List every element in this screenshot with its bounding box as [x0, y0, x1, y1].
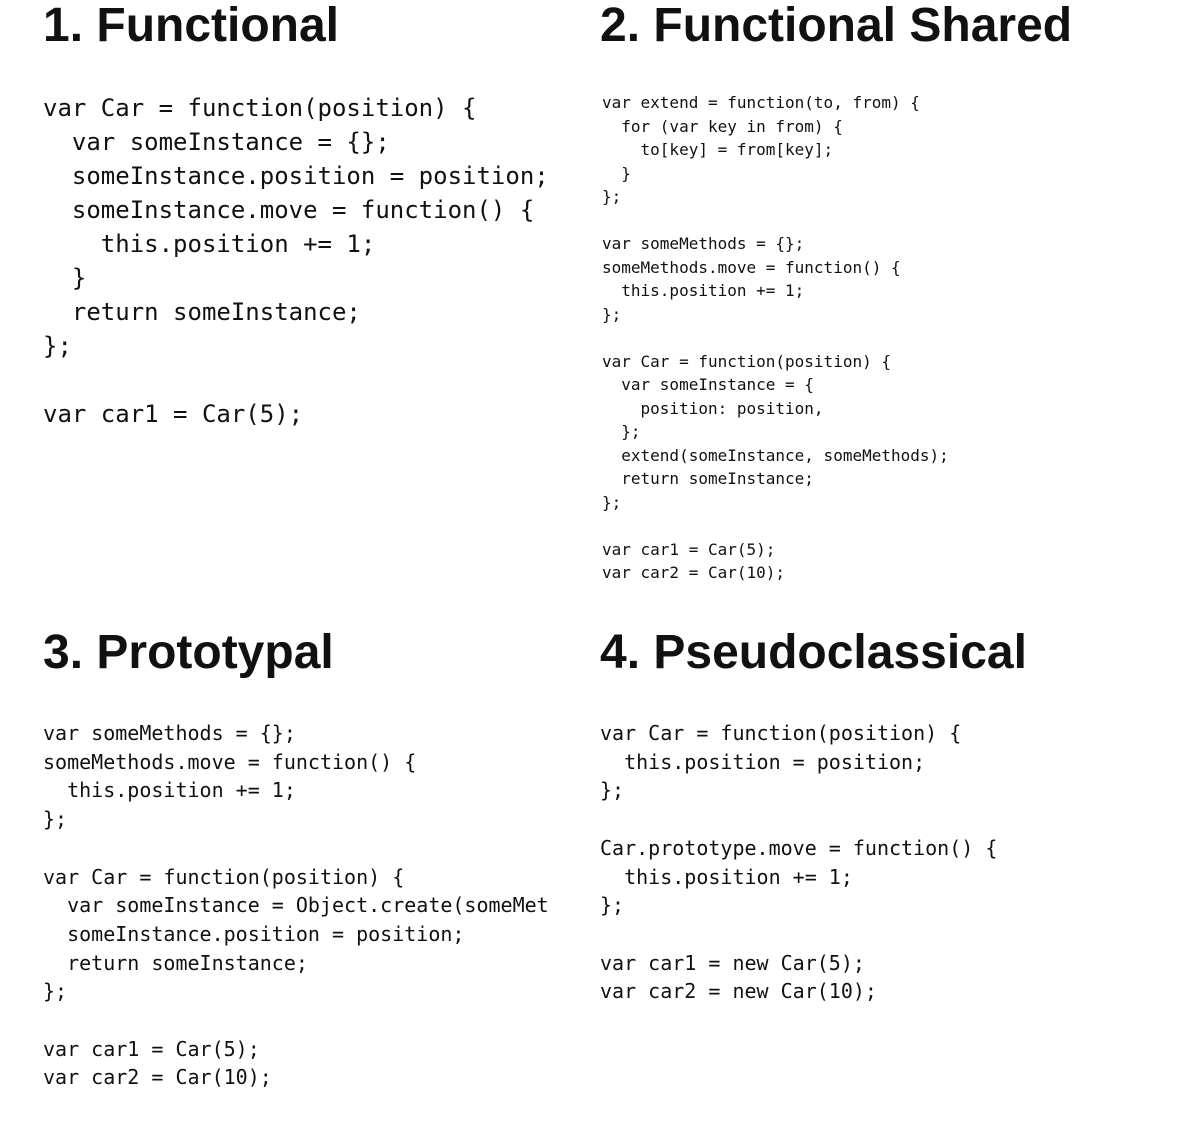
code-line: };	[43, 332, 72, 360]
code-line: };	[602, 492, 622, 512]
code-line: var someInstance = {	[602, 375, 814, 394]
code-block: var someMethods = {}; someMethods.move = …	[43, 719, 566, 1092]
code-line: return someInstance;	[43, 950, 308, 975]
code-line	[43, 1006, 566, 1035]
code-line: };	[602, 304, 622, 324]
code-line: var Car = function(position) {	[43, 864, 405, 889]
code-line: var extend = function(to, from) {	[602, 93, 920, 112]
code-line: someInstance.position = position;	[43, 921, 465, 946]
code-line: this.position += 1;	[602, 281, 805, 300]
code-line: var someMethods = {};	[43, 721, 296, 745]
code-line: this.position = position;	[600, 749, 926, 774]
code-line: var car2 = Car(10);	[43, 1065, 272, 1090]
code-line: Car.prototype.move = function() {	[600, 835, 998, 860]
code-line	[600, 920, 1160, 949]
section-title: 1. Functional	[43, 0, 340, 52]
code-line	[43, 834, 566, 863]
section-title: 3. Prototypal	[43, 626, 334, 679]
code-line: someMethods.move = function() {	[602, 257, 901, 277]
code-line: this.position += 1;	[43, 230, 376, 258]
code-line: };	[43, 807, 68, 832]
code-line	[602, 326, 1162, 350]
code-line: var someInstance = Object.create(someMet	[43, 893, 549, 918]
code-line: }	[602, 163, 631, 183]
section-pseudoclassical: 4. Pseudoclassical var Car = function(po…	[600, 626, 1027, 1004]
code-line: someInstance.move = function() {	[43, 196, 535, 224]
code-line: };	[602, 187, 622, 206]
code-line: var car1 = new Car(5);	[600, 950, 865, 975]
code-line: };	[600, 778, 625, 803]
code-line: return someInstance;	[602, 469, 814, 488]
code-line: };	[600, 893, 625, 918]
code-line: someInstance.position = position;	[43, 162, 549, 190]
code-line: var car2 = Car(10);	[602, 563, 786, 582]
code-line: var car1 = Car(5);	[43, 1036, 260, 1061]
code-line	[602, 514, 1162, 538]
code-line: to[key] = from[key];	[602, 140, 834, 159]
code-line: var Car = function(position) {	[602, 351, 891, 371]
code-line	[602, 209, 1162, 233]
code-line: };	[602, 422, 641, 441]
code-block: var Car = function(position) { this.posi…	[600, 719, 1160, 1006]
code-line: return someInstance;	[43, 298, 361, 326]
code-line: var car2 = new Car(10);	[600, 979, 877, 1004]
code-line: var someMethods = {};	[602, 234, 805, 253]
code-line	[600, 805, 1160, 834]
code-line: var car1 = Car(5);	[43, 400, 304, 428]
code-line: };	[43, 979, 68, 1004]
section-title: 2. Functional Shared	[600, 0, 1073, 52]
code-line: var someInstance = {};	[43, 128, 390, 156]
code-line: var Car = function(position) {	[600, 721, 962, 745]
code-line: }	[43, 264, 87, 292]
section-title: 4. Pseudoclassical	[600, 626, 1027, 679]
code-block: var extend = function(to, from) { for (v…	[602, 91, 1162, 585]
code-line: var Car = function(position) {	[43, 94, 477, 122]
section-prototypal: 3. Prototypal var someMethods = {}; someM…	[43, 626, 549, 1090]
code-line: var car1 = Car(5);	[602, 539, 776, 559]
section-functional: 1. Functional var Car = function(positio…	[43, 0, 549, 428]
code-line: for (var key in from) {	[602, 116, 843, 136]
code-line	[43, 363, 573, 397]
code-block: var Car = function(position) { var someI…	[43, 91, 573, 431]
section-functional-shared: 2. Functional Shared var extend = functi…	[600, 0, 1073, 582]
code-line: extend(someInstance, someMethods);	[602, 445, 949, 465]
code-line: someMethods.move = function() {	[43, 749, 417, 774]
code-line: this.position += 1;	[43, 778, 296, 803]
code-line: this.position += 1;	[600, 864, 853, 889]
code-line: position: position,	[602, 398, 824, 418]
